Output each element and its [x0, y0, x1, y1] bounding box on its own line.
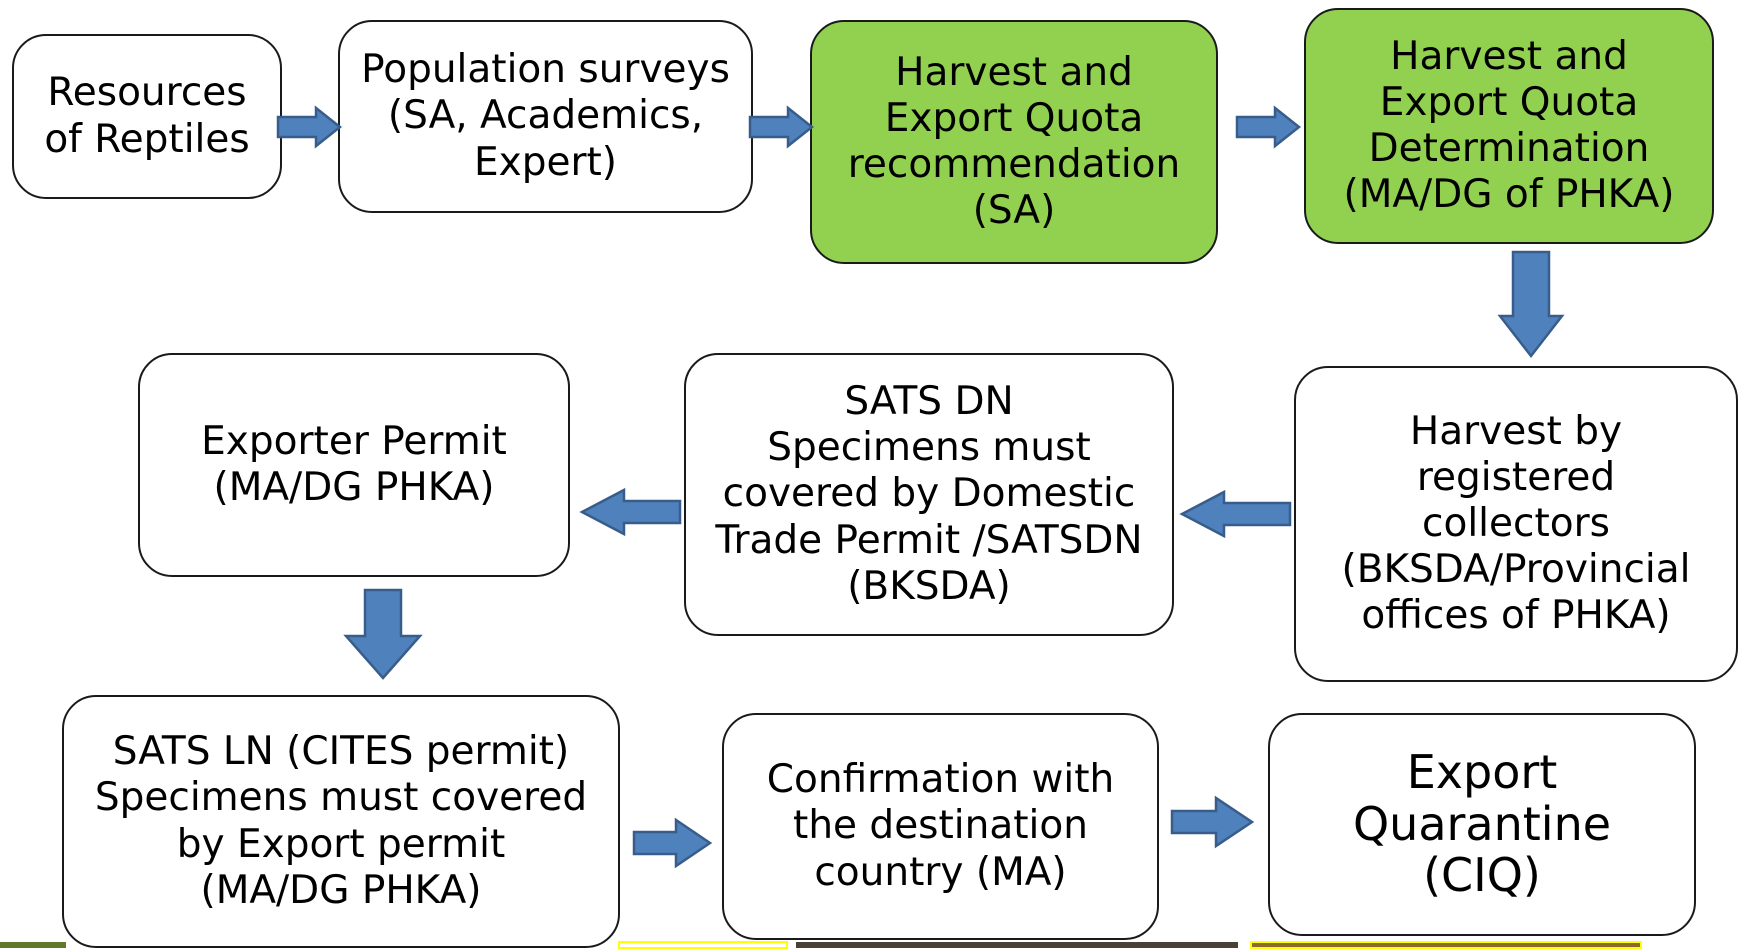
step-export-quarantine: Export Quarantine (CIQ) — [1268, 713, 1696, 936]
block-arrow-right-icon — [748, 105, 815, 149]
step-resources-of-reptiles: Resources of Reptiles — [12, 34, 282, 199]
photo-strip-center — [796, 942, 1238, 948]
photo-strip-left — [0, 942, 66, 948]
step-confirmation: Confirmation with the destination countr… — [722, 713, 1159, 940]
block-arrow-right-icon — [1170, 795, 1255, 849]
step-sats-ln: SATS LN (CITES permit) Specimens must co… — [62, 695, 620, 948]
step-quota-recommendation: Harvest and Export Quota recommendation … — [810, 20, 1218, 264]
step-population-surveys: Population surveys (SA, Academics, Exper… — [338, 20, 753, 213]
step-exporter-permit: Exporter Permit (MA/DG PHKA) — [138, 353, 570, 577]
block-arrow-right-icon — [1235, 105, 1302, 149]
step-harvest-by-collectors: Harvest by registered collectors (BKSDA/… — [1294, 366, 1738, 682]
block-arrow-down-icon — [1497, 250, 1565, 359]
block-arrow-down-icon — [343, 588, 423, 680]
step-sats-dn: SATS DN Specimens must covered by Domest… — [684, 353, 1174, 636]
block-arrow-left-icon — [579, 487, 682, 537]
block-arrow-right-icon — [276, 105, 343, 149]
block-arrow-left-icon — [1179, 489, 1292, 539]
block-arrow-right-icon — [632, 817, 713, 869]
step-quota-determination: Harvest and Export Quota Determination (… — [1304, 8, 1714, 244]
